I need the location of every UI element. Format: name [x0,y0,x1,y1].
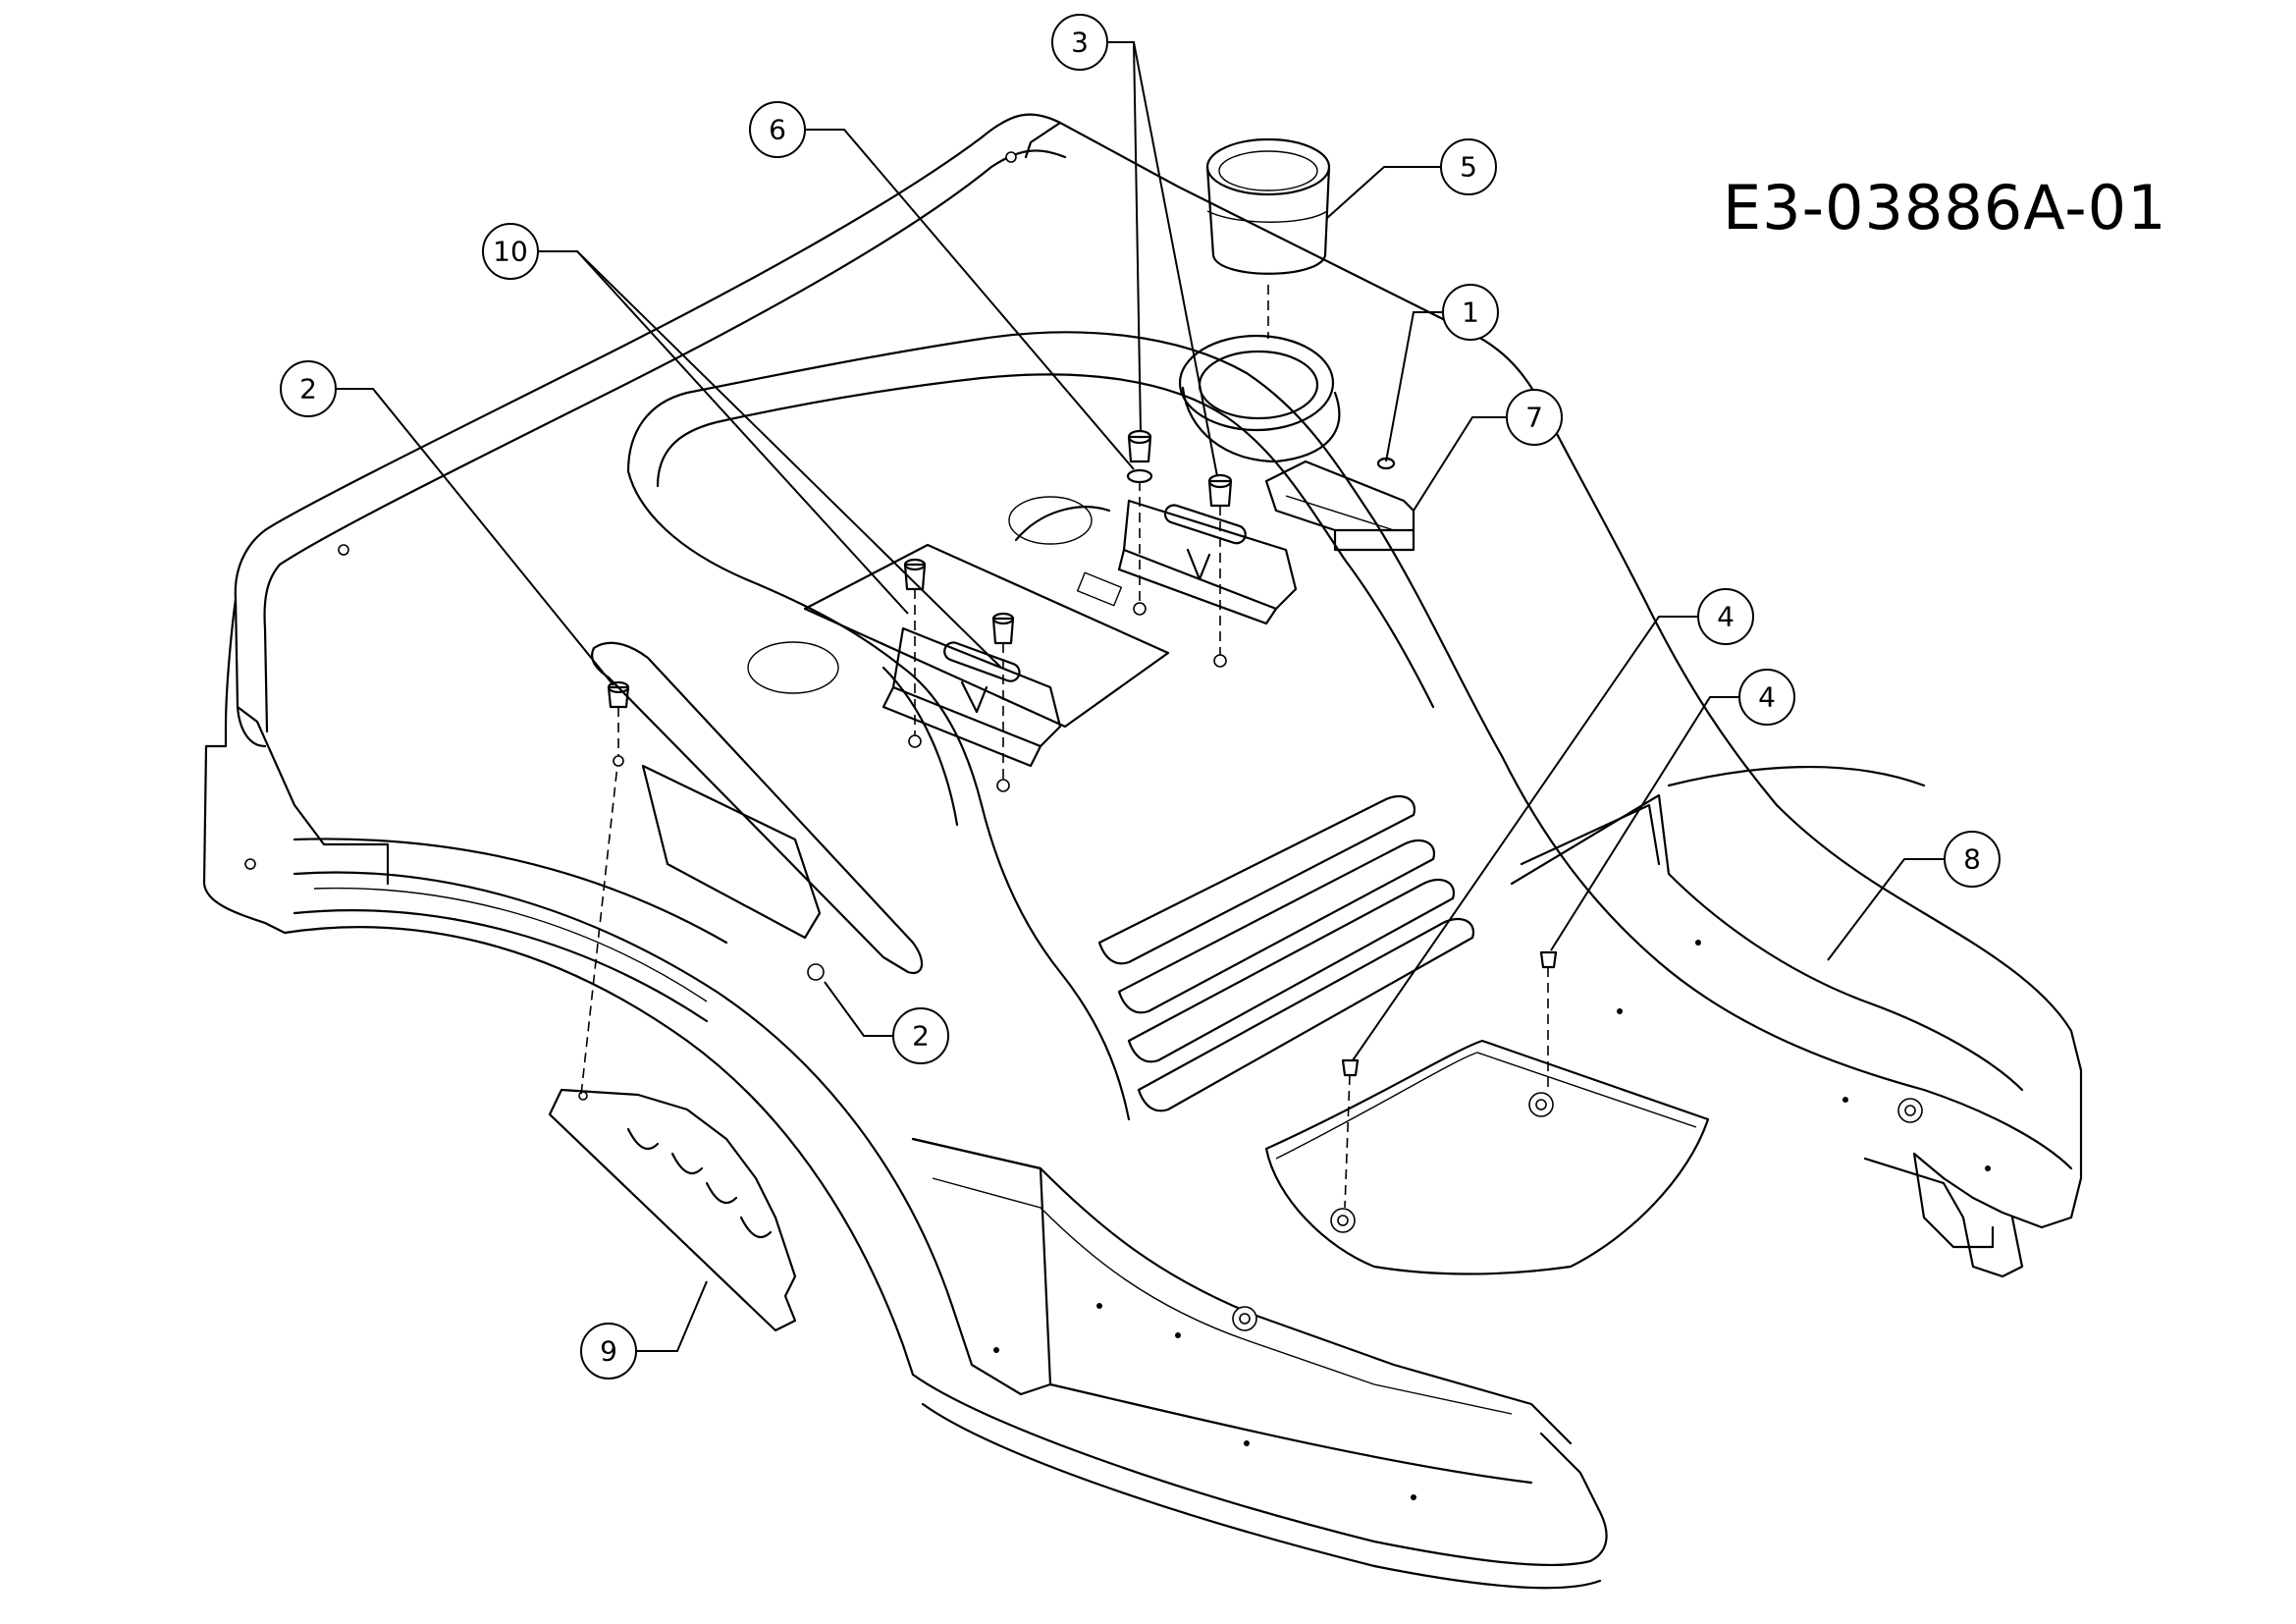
foot-plate-9 [548,1088,797,1332]
callout-9: 9 [580,1323,637,1380]
assembly-lines [580,285,1549,1209]
screw-4-b [1341,1058,1360,1077]
callout-3: 3 [1051,14,1108,71]
screw-10-a [903,558,927,591]
callout-6: 6 [749,101,806,158]
callout-2-lower: 2 [892,1007,949,1064]
callout-4-b-label: 4 [1758,681,1776,714]
filler-cap-5 [1205,137,1331,275]
callout-9-label: 9 [600,1335,617,1368]
screw-10-b [991,612,1015,645]
callout-6-label: 6 [769,114,786,146]
seat-bracket-right [1117,499,1298,625]
drawing-code: E3-03886A-01 [1723,172,2167,244]
callout-7: 7 [1506,389,1563,446]
callout-2-lower-label: 2 [912,1020,930,1053]
callout-3-label: 3 [1071,27,1089,59]
screw-3-a [1126,429,1153,484]
callout-2-upper-label: 2 [299,373,317,406]
seat-bracket-left [881,626,1062,768]
callout-5: 5 [1440,138,1497,195]
callout-10: 10 [482,223,539,280]
callout-10-label: 10 [493,236,528,268]
callout-8-label: 8 [1963,843,1981,876]
screw-4-a [1539,950,1558,969]
callout-4-b: 4 [1738,669,1795,726]
callout-1: 1 [1442,284,1499,341]
callout-4-a-label: 4 [1717,601,1735,633]
callout-4-a: 4 [1697,588,1754,645]
screw-3-b [1207,473,1233,508]
callout-7-label: 7 [1525,402,1543,434]
screw-2-upper [607,680,630,709]
bracket-7 [1264,460,1415,552]
callout-2-upper: 2 [280,360,337,417]
leader-lines [336,41,1945,1352]
body-shell [202,113,2083,1590]
callout-1-label: 1 [1462,297,1479,329]
callout-5-label: 5 [1460,151,1477,184]
callout-8: 8 [1944,831,2001,888]
